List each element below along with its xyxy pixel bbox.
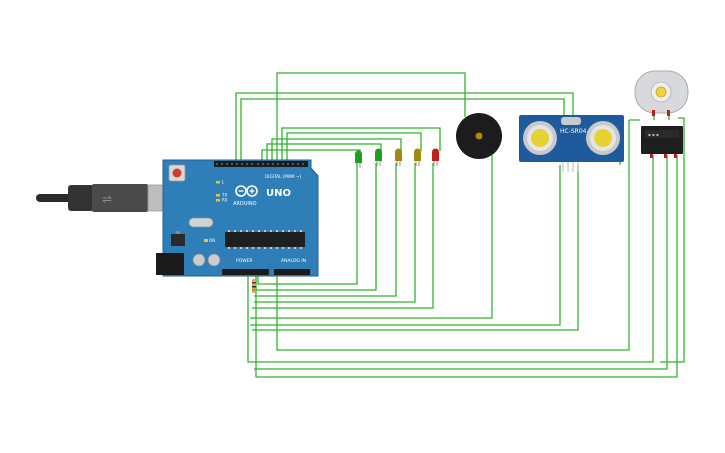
- led-4-body: [414, 148, 421, 161]
- usb-cord: [36, 194, 74, 202]
- wire-relay-e[interactable]: [660, 120, 685, 363]
- ultrasonic-sensor[interactable]: HC-SR04: [519, 115, 624, 172]
- wire-led4[interactable]: [266, 143, 382, 160]
- motor-shaft-icon: [655, 86, 667, 98]
- wire-led4-return[interactable]: [254, 163, 416, 303]
- analog-label: ANALOG IN: [281, 258, 306, 264]
- board-brand: ARDUINO: [233, 201, 257, 207]
- wire-relay-b[interactable]: [247, 155, 654, 363]
- tx-led: [216, 194, 220, 197]
- wire-buzzer-return[interactable]: [250, 155, 493, 319]
- capacitor-2: [207, 253, 221, 267]
- led-2-body: [375, 148, 382, 161]
- digital-label: DIGITAL (PWM ~): [265, 174, 301, 179]
- usb-housing: [92, 184, 148, 212]
- dc-motor[interactable]: [634, 70, 689, 116]
- led-1-body: [355, 150, 362, 163]
- resistor[interactable]: [252, 279, 256, 293]
- rx-led: [216, 199, 220, 202]
- wire-led2[interactable]: [286, 132, 422, 160]
- relay-pins: [650, 154, 677, 158]
- power-header: [222, 269, 269, 275]
- led-2[interactable]: [375, 148, 382, 167]
- wire-sensor-top[interactable]: [240, 98, 565, 160]
- relay-terminal-marks: ▪ ▪ ▪: [648, 132, 659, 137]
- on-label: ON: [209, 238, 215, 243]
- capacitor-1: [192, 253, 206, 267]
- tx-label: TX: [221, 193, 227, 198]
- wire-motor-top[interactable]: [235, 92, 574, 160]
- reset-button-cap: [172, 168, 182, 178]
- digital-header-pins: [216, 163, 304, 165]
- usb-cable[interactable]: ⇌: [36, 184, 171, 212]
- leds: [355, 148, 439, 168]
- regulator: [176, 231, 180, 234]
- led-3[interactable]: [395, 148, 402, 167]
- usb-boot: [68, 185, 94, 211]
- digital-header: [214, 161, 308, 167]
- l-led: [216, 181, 220, 184]
- piezo-buzzer[interactable]: [456, 113, 502, 159]
- wire-relay-d[interactable]: [255, 155, 678, 378]
- wire-relay-a[interactable]: [276, 120, 630, 351]
- on-led: [204, 239, 208, 242]
- wire-led3-return[interactable]: [254, 163, 397, 297]
- wire-sensor-echo[interactable]: [250, 165, 561, 326]
- led-3-body: [395, 148, 402, 161]
- wire-led5-return[interactable]: [252, 163, 434, 309]
- arduino-logo-icon: [235, 185, 258, 197]
- wire-buzzer-top[interactable]: [276, 72, 466, 160]
- rx-label: RX: [222, 198, 228, 203]
- usb-symbol-icon: ⇌: [102, 192, 112, 206]
- led-5[interactable]: [432, 148, 439, 167]
- sensor-pins: [562, 162, 579, 172]
- wire-relay-c[interactable]: [254, 155, 668, 370]
- sensor-crystal: [561, 117, 581, 125]
- wire-relay-loop[interactable]: [629, 117, 685, 121]
- wire-led2-return[interactable]: [256, 163, 377, 291]
- power-jack[interactable]: [156, 253, 184, 275]
- power-label: POWER: [236, 258, 253, 264]
- sensor-model: HC-SR04: [560, 128, 587, 135]
- arduino-uno-board[interactable]: DIGITAL (PWM ~) L TX RX UNO ARDUINO ON: [156, 159, 319, 277]
- atmega-pins: [228, 230, 302, 249]
- relay-module[interactable]: ▪ ▪ ▪: [641, 126, 683, 158]
- wires: [235, 72, 685, 378]
- led-1[interactable]: [355, 150, 362, 168]
- board-model: UNO: [266, 188, 291, 199]
- analog-header: [274, 269, 310, 275]
- relay-label-strip: [645, 130, 679, 138]
- l-label: L: [222, 180, 225, 185]
- usb-chip: [171, 234, 185, 246]
- buzzer-center: [475, 132, 483, 140]
- led-5-body: [432, 148, 439, 161]
- wire-led1-return[interactable]: [257, 163, 358, 285]
- led-4[interactable]: [414, 148, 421, 167]
- crystal-oscillator: [188, 217, 214, 228]
- atmega-chip: [225, 232, 305, 247]
- wire-sensor-gnd[interactable]: [252, 165, 579, 331]
